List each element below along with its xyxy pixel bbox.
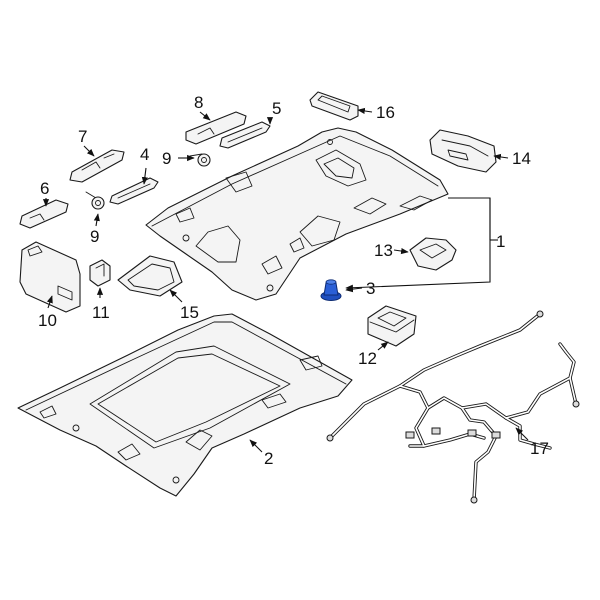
- headliner-upper[interactable]: [145, 127, 449, 301]
- callout-13: 13: [374, 241, 393, 260]
- grab-handle-part-4[interactable]: [109, 177, 159, 205]
- callout-14: 14: [512, 149, 531, 168]
- overhead-console-part-14[interactable]: [429, 129, 497, 173]
- callout-labels: 1 2 3 4 5 6 7 8 9 9 10 11 12 13 14 15 16…: [38, 93, 549, 468]
- callout-16: 16: [376, 103, 395, 122]
- callout-12: 12: [358, 349, 377, 368]
- bolt-part-9b[interactable]: [85, 191, 105, 210]
- callout-7: 7: [78, 127, 87, 146]
- callout-9-lower: 9: [90, 227, 99, 246]
- trim-cover-part-15[interactable]: [117, 255, 183, 297]
- callout-2: 2: [264, 449, 273, 468]
- callout-6: 6: [40, 179, 49, 198]
- grab-handle-part-5[interactable]: [219, 121, 271, 149]
- lamp-housing-part-12[interactable]: [367, 305, 417, 347]
- callout-17: 17: [530, 439, 549, 458]
- callout-9-upper: 9: [162, 149, 171, 168]
- visor-clip-part-11[interactable]: [89, 259, 111, 287]
- sun-visor-part-10[interactable]: [19, 241, 81, 313]
- headliner-lower[interactable]: [17, 313, 353, 497]
- bracket-part-8[interactable]: [185, 111, 247, 145]
- callout-4: 4: [140, 145, 149, 164]
- callout-3: 3: [366, 279, 375, 298]
- bracket-part-6[interactable]: [19, 199, 69, 229]
- callout-11: 11: [92, 303, 110, 322]
- callout-1: 1: [496, 232, 505, 251]
- callout-5: 5: [272, 99, 281, 118]
- dome-lamp-part-13[interactable]: [409, 237, 457, 271]
- clip-part-3[interactable]: [320, 279, 342, 301]
- callout-15: 15: [180, 303, 199, 322]
- callout-8: 8: [194, 93, 203, 112]
- trim-frame-part-16[interactable]: [309, 91, 359, 121]
- callout-10: 10: [38, 311, 57, 330]
- leader-lines: [42, 107, 529, 453]
- bolt-part-9a[interactable]: [189, 153, 211, 167]
- bracket-part-7[interactable]: [69, 149, 125, 183]
- wiring-harness-part-17[interactable]: [326, 310, 580, 504]
